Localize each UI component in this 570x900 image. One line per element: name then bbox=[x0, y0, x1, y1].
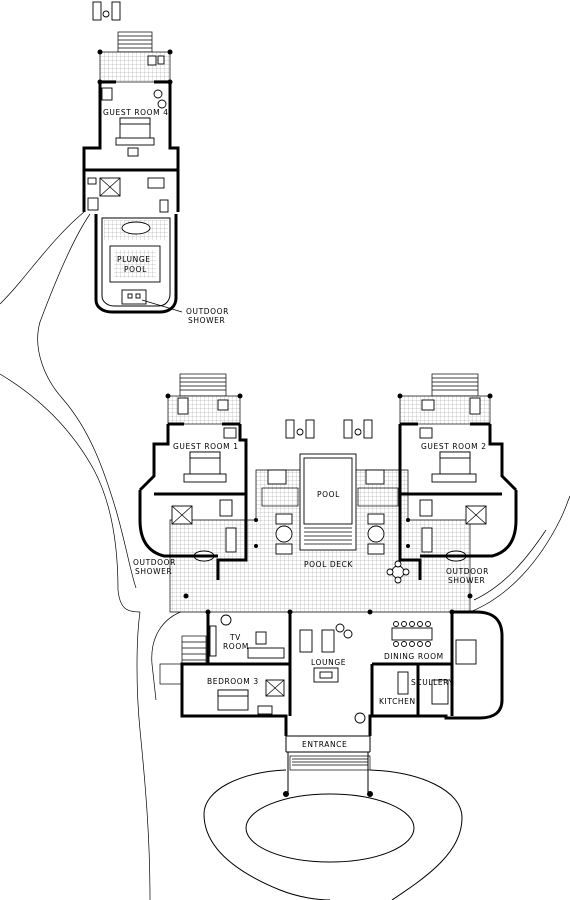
lounge-label: LOUNGE bbox=[311, 658, 346, 667]
guest-room-2-label: GUEST ROOM 2 bbox=[421, 442, 487, 451]
guest-room-1-label: GUEST ROOM 1 bbox=[173, 442, 239, 451]
dining-room-label: DINING ROOM bbox=[384, 652, 444, 661]
bedroom-3-label: BEDROOM 3 bbox=[207, 677, 259, 686]
outdoor-shower-top-label-line-1: OUTDOOR bbox=[186, 307, 229, 316]
outdoor-shower-right-label-line-2: SHOWER bbox=[448, 576, 485, 585]
entrance-label: ENTRANCE bbox=[302, 740, 347, 749]
driveway-island bbox=[245, 793, 415, 863]
outdoor-shower-right-label-line-1: OUTDOOR bbox=[446, 567, 489, 576]
scullery-label: SCULLERY bbox=[411, 678, 454, 687]
main-house bbox=[138, 373, 518, 753]
guest-room-4-label: GUEST ROOM 4 bbox=[103, 108, 169, 117]
plunge-pool-label-line-2: POOL bbox=[124, 265, 147, 274]
outdoor-shower-left-label-line-1: OUTDOOR bbox=[133, 558, 176, 567]
pool-label: POOL bbox=[317, 490, 340, 499]
outdoor-shower-top-label-line-2: SHOWER bbox=[188, 316, 225, 325]
tv-room-label-line-2: ROOM bbox=[223, 642, 249, 651]
driveway bbox=[203, 752, 463, 900]
kitchen-label: KITCHEN bbox=[379, 697, 416, 706]
outdoor-shower-left-label-line-2: SHOWER bbox=[135, 567, 172, 576]
room-labels: GUEST ROOM 4 PLUNGE POOL OUTDOOR SHOWER … bbox=[103, 108, 489, 749]
tv-room-label-line-1: TV bbox=[229, 633, 241, 642]
guest-room-4-pavilion bbox=[82, 1, 183, 314]
garden-path-lines bbox=[0, 211, 570, 900]
pool-deck-label: POOL DECK bbox=[304, 560, 353, 569]
plunge-pool-label-line-1: PLUNGE bbox=[117, 255, 151, 264]
